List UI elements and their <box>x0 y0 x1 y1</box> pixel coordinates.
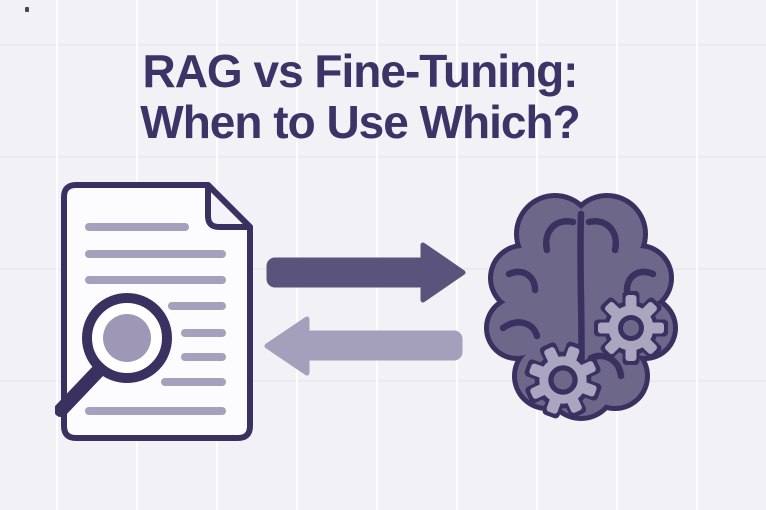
dust-speck <box>25 7 29 12</box>
document-search-icon <box>55 182 253 441</box>
arrow-right-icon <box>266 242 466 303</box>
title-line-2: When to Use Which? <box>140 95 580 148</box>
brain-gears-icon <box>484 193 678 421</box>
page-title: RAG vs Fine-Tuning: When to Use Which? <box>0 46 720 147</box>
arrow-left-icon <box>264 316 463 376</box>
document-text-lines <box>85 223 226 415</box>
folded-corner <box>205 182 253 230</box>
title-line-1: RAG vs Fine-Tuning: <box>142 45 578 97</box>
gear-icon-lower <box>524 341 602 419</box>
exchange-arrows <box>264 242 466 376</box>
gear-icon-upper <box>594 291 668 365</box>
magnifier-icon <box>55 293 172 417</box>
